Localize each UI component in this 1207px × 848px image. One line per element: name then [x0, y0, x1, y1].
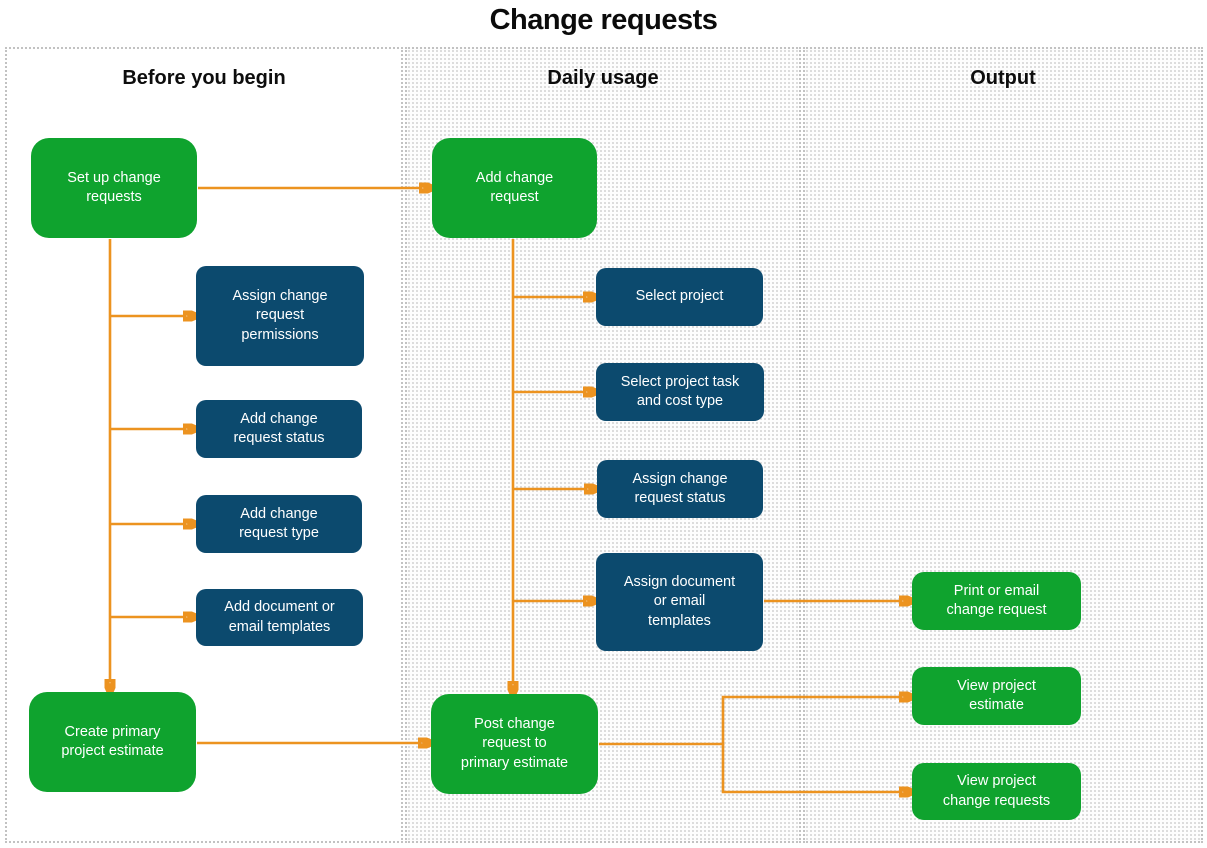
node-create-primary-project-estimate: Create primary project estimate — [29, 692, 196, 792]
node-print-or-email-change-request: Print or email change request — [912, 572, 1081, 630]
node-view-project-change-requests: View project change requests — [912, 763, 1081, 820]
node-post-change-request-to-primary-estimate: Post change request to primary estimate — [431, 694, 598, 794]
node-select-project-task-and-cost-type: Select project task and cost type — [596, 363, 764, 421]
node-add-change-request: Add change request — [432, 138, 597, 238]
node-assign-document-or-email-templates: Assign document or email templates — [596, 553, 763, 651]
column-header-daily-usage: Daily usage — [547, 67, 659, 89]
node-add-change-request-status: Add change request status — [196, 400, 362, 458]
column-header-before-you-begin: Before you begin — [122, 67, 286, 89]
node-view-project-estimate: View project estimate — [912, 667, 1081, 725]
node-assign-change-request-status: Assign change request status — [597, 460, 763, 518]
node-select-project: Select project — [596, 268, 763, 326]
column-header-output: Output — [970, 67, 1036, 89]
node-assign-change-request-permissions: Assign change request permissions — [196, 266, 364, 366]
page-title: Change requests — [489, 4, 718, 36]
node-add-document-or-email-templates: Add document or email templates — [196, 589, 363, 646]
node-set-up-change-requests: Set up change requests — [31, 138, 197, 238]
node-add-change-request-type: Add change request type — [196, 495, 362, 553]
